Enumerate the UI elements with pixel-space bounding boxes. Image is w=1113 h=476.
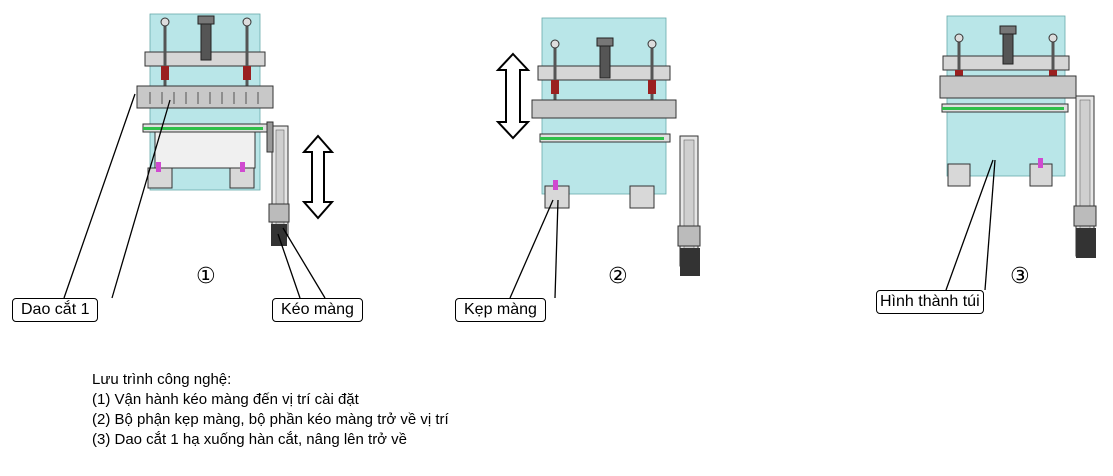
machine-1-cylinder — [200, 19, 212, 61]
process-step-1: (1) Vận hành kéo màng đến vị trí cài đặt — [92, 391, 359, 408]
process-step-2: (2) Bộ phận kẹp màng, bộ phần kéo màng t… — [92, 411, 449, 428]
label-hinh-thanh-tui: Hình thành túi — [876, 290, 984, 314]
process-notes: Lưu trình công nghệ: (1) Vận hành kéo mà… — [92, 370, 449, 450]
label-dao-cat-1: Dao cắt 1 — [12, 298, 99, 322]
machine-2 — [495, 17, 701, 299]
process-step-3: (3) Dao cắt 1 hạ xuống hàn cắt, nâng lên… — [92, 431, 408, 448]
machine-1-double-arrow — [301, 134, 335, 220]
machine-1 — [63, 13, 335, 299]
machine-3 — [939, 15, 1097, 291]
step-number-3: ③ — [1010, 264, 1030, 289]
machine-2-green-bar — [540, 137, 664, 140]
label-kep-mang: Kẹp màng — [455, 298, 546, 322]
label-keo-mang: Kéo màng — [272, 298, 363, 322]
step-number-2: ② — [608, 264, 628, 289]
step-number-1: ① — [196, 264, 216, 289]
machine-2-cutter-bar — [531, 99, 677, 119]
machine-3-cutter-bar — [939, 75, 1077, 99]
process-notes-title: Lưu trình công nghệ: — [92, 371, 232, 388]
machine-1-green-bar — [143, 127, 263, 130]
machine-1-cutter-bar — [136, 85, 274, 109]
machine-2-double-arrow — [495, 52, 531, 140]
machine-3-green-bar — [942, 107, 1064, 110]
